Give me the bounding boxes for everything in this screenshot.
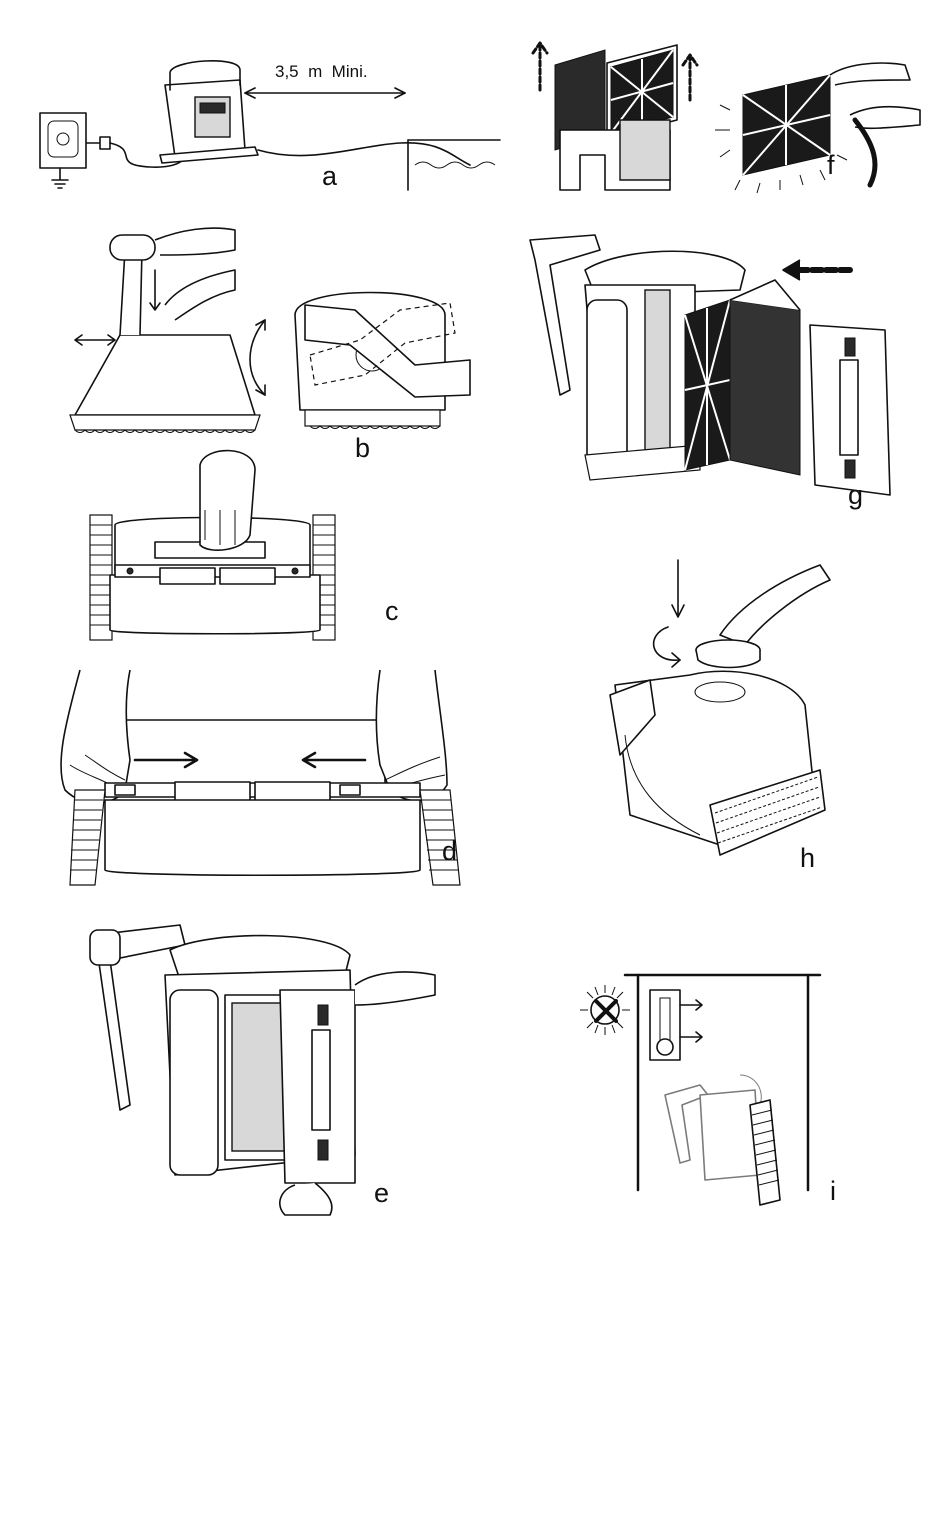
remove-lid-icon <box>90 915 450 1215</box>
figure-i: i <box>570 965 870 1210</box>
figure-label-e: e <box>374 1180 389 1207</box>
storage-shade-icon <box>570 965 870 1210</box>
bottom-lid-icon <box>85 450 425 650</box>
figure-label-f: f <box>827 152 835 179</box>
figure-label-a: a <box>322 163 337 190</box>
figure-g: g <box>525 230 925 510</box>
figure-label-g: g <box>848 482 863 509</box>
figure-e: e <box>90 915 450 1215</box>
figure-f: f <box>525 35 925 205</box>
figure-label-d: d <box>442 838 457 865</box>
figure-label-i: i <box>830 1178 836 1205</box>
figure-label-h: h <box>800 845 815 872</box>
filter-insert-icon <box>525 230 925 510</box>
power-supply-outlet-icon <box>30 55 500 205</box>
min-distance-callout: 3,5 m Mini. <box>275 62 368 82</box>
impeller-cap-icon <box>600 555 900 875</box>
figure-h: h <box>600 555 900 875</box>
thermometer-icon <box>650 990 702 1060</box>
filter-panels-icon <box>525 35 925 205</box>
figure-c: c <box>85 450 425 650</box>
sun-prohibited-icon <box>580 985 630 1035</box>
figure-label-c: c <box>385 598 399 625</box>
lid-latches-icon <box>55 665 475 895</box>
figure-b: b <box>60 225 480 465</box>
figure-d: d <box>55 665 475 895</box>
figure-a: 3,5 m Mini. a <box>30 55 500 205</box>
handle-adjust-icon <box>60 225 480 465</box>
